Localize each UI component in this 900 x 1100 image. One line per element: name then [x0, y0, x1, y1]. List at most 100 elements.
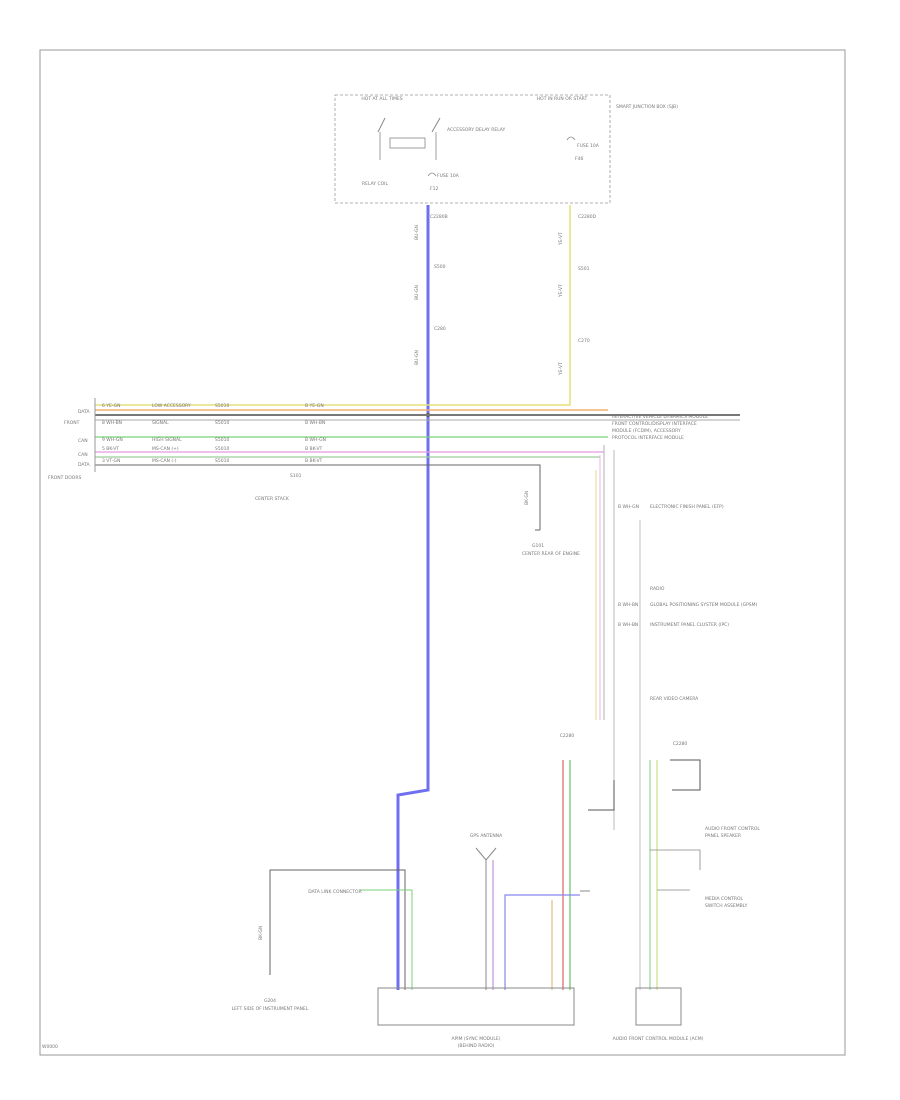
- module-right-name: AUDIO FRONT CONTROL MODULE (ACM): [613, 1036, 704, 1042]
- fuse-box-label-right: HOT IN RUN OR START: [537, 96, 588, 102]
- fuse-box: HOT AT ALL TIMES HOT IN RUN OR START SMA…: [334, 94, 678, 204]
- harness-row-2-right: B WH-BN: [305, 420, 325, 426]
- blue-wire-label-2: BU-GN: [414, 285, 420, 300]
- mid-note-2: RADIO: [650, 586, 665, 592]
- harness-row-5-right: B BK-VT: [305, 458, 323, 464]
- blue-splice-1: S500: [434, 264, 446, 270]
- ground-2: BK-GN G204 LEFT SIDE OF INSTRUMENT PANEL: [232, 869, 406, 1012]
- fuse-box-name: SMART JUNCTION BOX (SJB): [616, 104, 678, 110]
- relay-name: ACCESSORY DELAY RELAY: [447, 127, 506, 133]
- harness-row-1-splice: S5010: [215, 403, 229, 409]
- harness-row-4-splice: S5010: [215, 446, 229, 452]
- harness-left-title: FRONT DOORS: [48, 475, 81, 481]
- blue-wire-label-1: BU-GN: [414, 225, 420, 240]
- fuse-box-label-left: HOT AT ALL TIMES: [361, 96, 402, 102]
- harness-row-3-splice: S5010: [215, 437, 229, 443]
- blue-wire-label-3: BU-GN: [414, 350, 420, 365]
- connector-1: C2280: [560, 733, 575, 739]
- diagram-frame: [39, 49, 846, 1056]
- harness-row-1-pin: 6 YE-GN: [102, 403, 121, 409]
- harness-row-5: 3 VT-GN MS-CAN (-) S5010 B BK-VT: [102, 458, 323, 464]
- left-connector: C2280B: [430, 214, 448, 220]
- mid-note-4: INSTRUMENT PANEL CLUSTER (IPC): [650, 622, 729, 628]
- right-note-1: INTERACTIVE VEHICLE DYNAMICS MODULE: [612, 414, 708, 420]
- center-right-wires: [504, 760, 590, 990]
- mid-note-4-pin: B WH-BN: [618, 622, 638, 628]
- yellow-wire-label-2: YE-VT: [558, 284, 564, 298]
- fuse-right: FUSE 10A: [577, 143, 600, 149]
- harness-row-4-pin: 5 BK-VT: [102, 446, 119, 452]
- yellow-wire-label-1: YE-VT: [558, 232, 564, 246]
- relay-side: RELAY COIL: [362, 181, 388, 187]
- right-note-4: PROTOCOL INTERFACE MODULE: [612, 435, 684, 441]
- harness-row-2-name: SIGNAL: [152, 420, 169, 426]
- fuse-left: FUSE 10A: [437, 173, 460, 179]
- harness-row-3: 9 WH-GN HIGH SIGNAL S5010 B WH-GN: [102, 437, 326, 443]
- mid-note-1-pin: B WH-GN: [618, 504, 639, 510]
- right-note-3: MODULE (FCDIM), ACCESSORY: [612, 428, 681, 434]
- harness-row-2: 8 WH-BN SIGNAL S5010 B WH-BN: [102, 420, 325, 426]
- mid-note-1: ELECTRONIC FINISH PANEL (EFP): [650, 504, 724, 510]
- harness-left-label-2: FRONT: [64, 420, 80, 426]
- module-center-sub: (BEHIND RADIO): [458, 1043, 495, 1049]
- harness-left-label-4: CAN: [78, 452, 88, 458]
- harness-row-1-name: LOW ACCESSORY: [152, 403, 191, 409]
- module-left-label: DATA LINK CONNECTOR: [308, 889, 361, 895]
- blue-power-wire: [396, 205, 430, 990]
- ground-2-wire: BK-GN: [258, 926, 264, 940]
- harness-wires: [94, 398, 740, 530]
- yellow-wire-label-3: YE-VT: [558, 362, 564, 376]
- blue-splice-2: C280: [434, 326, 446, 332]
- diagram-id: W0000: [42, 1044, 58, 1050]
- yellow-splice-2: C270: [578, 338, 590, 344]
- connector-2: C2280: [673, 741, 688, 747]
- yellow-splice-1: S501: [578, 266, 590, 272]
- right-green-wires: [649, 759, 701, 990]
- ground-1: BK-GN G101 CENTER REAR OF ENGINE: [522, 491, 580, 557]
- ground-2-sub: LEFT SIDE OF INSTRUMENT PANEL: [232, 1006, 309, 1012]
- mid-note-3-pin: B WH-BN: [618, 602, 638, 608]
- harness-row-5-splice: S5010: [215, 458, 229, 464]
- harness-row-3-right: B WH-GN: [305, 437, 326, 443]
- harness-row-3-name: HIGH SIGNAL: [152, 437, 182, 443]
- harness-left-label-1: DATA: [78, 409, 91, 415]
- harness-row-5-name: MS-CAN (-): [152, 458, 177, 464]
- speaker-note-4: SWITCH ASSEMBLY: [705, 903, 748, 909]
- harness-left-label-3: CAN: [78, 438, 88, 444]
- harness-row-2-pin: 8 WH-BN: [102, 420, 122, 426]
- green-signal-wire: [360, 889, 413, 990]
- ground-2-label: G204: [264, 998, 276, 1004]
- speaker-note-3: MEDIA CONTROL: [705, 896, 743, 902]
- harness-center-label: CENTER STACK: [255, 496, 290, 502]
- harness-row-3-pin: 9 WH-GN: [102, 437, 123, 443]
- ground-1-label: G101: [532, 543, 544, 549]
- ground-1-sub: CENTER REAR OF ENGINE: [522, 551, 580, 557]
- harness-row-4-name: MS-CAN (+): [152, 446, 179, 452]
- speaker-note-1: AUDIO FRONT CONTROL: [705, 826, 760, 832]
- speaker-note-2: PANEL SPEAKER: [705, 833, 741, 839]
- mid-note-5: REAR VIDEO CAMERA: [650, 696, 699, 702]
- mid-note-3: GLOBAL POSITIONING SYSTEM MODULE (GPSM): [650, 602, 758, 608]
- antenna-label: GPS ANTENNA: [470, 833, 503, 839]
- ground-1-wire: BK-GN: [524, 491, 530, 505]
- right-note-2: FRONT CONTROL/DISPLAY INTERFACE: [612, 421, 697, 427]
- harness-row-1: 6 YE-GN LOW ACCESSORY S5010 B YE-GN: [102, 403, 324, 409]
- right-notes: INTERACTIVE VEHICLE DYNAMICS MODULE FRON…: [612, 414, 708, 441]
- harness-row-2-splice: S5010: [215, 420, 229, 426]
- antenna-icon: [475, 847, 497, 861]
- harness-row-4: 5 BK-VT MS-CAN (+) S5010 B BK-VT: [102, 446, 323, 452]
- yellow-power-wire: [95, 205, 571, 406]
- speaker-notes: AUDIO FRONT CONTROL PANEL SPEAKER MEDIA …: [705, 826, 760, 909]
- harness-row-1-right: B YE-GN: [305, 403, 324, 409]
- right-connector: C2280D: [578, 214, 597, 220]
- harness-row-4-right: B BK-VT: [305, 446, 323, 452]
- module-center: APIM (SYNC MODULE) (BEHIND RADIO): [377, 987, 575, 1049]
- mid-notes: B WH-GN ELECTRONIC FINISH PANEL (EFP) RA…: [618, 504, 758, 702]
- harness-left-label-5: DATA: [78, 462, 91, 468]
- fuse-right-pin: F46: [575, 156, 583, 162]
- module-right: AUDIO FRONT CONTROL MODULE (ACM): [613, 987, 704, 1042]
- harness-row-5-pin: 3 VT-GN: [102, 458, 120, 464]
- fuse-left-pin: F12: [430, 186, 438, 192]
- antenna: GPS ANTENNA: [470, 833, 503, 990]
